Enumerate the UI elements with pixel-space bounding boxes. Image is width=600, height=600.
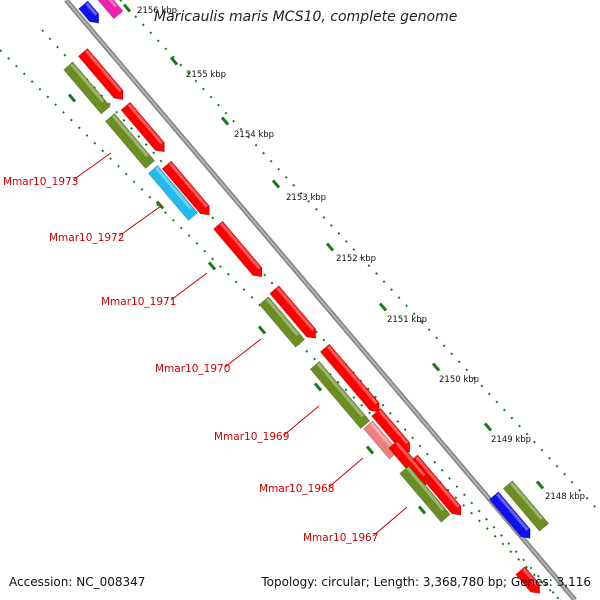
gene-feature-20	[515, 566, 541, 594]
gene-labels: 2156 kbp 2155 kbp 2154 kbp 2153 kbp 2152 kbp…	[3, 6, 585, 544]
tick-label: 2149 kbp	[491, 435, 531, 445]
tick-mark	[483, 422, 493, 432]
gene-label: Mmar10_1970	[155, 363, 230, 375]
gene-label: Mmar10_1973	[3, 176, 78, 188]
tick-label: 2154 kbp	[234, 130, 274, 140]
tick-mark	[313, 382, 323, 392]
tick-mark	[271, 179, 281, 189]
label-leader	[372, 506, 408, 537]
gene-feature-4	[147, 165, 199, 221]
gene-feature-2	[63, 61, 111, 115]
label-leader	[224, 338, 262, 368]
tick-mark	[122, 3, 132, 13]
gene-feature-19	[488, 491, 531, 539]
gene-label: Mmar10_1969	[214, 431, 289, 443]
tick-mark	[257, 325, 267, 335]
tick-label: 2150 kbp	[439, 375, 479, 385]
gene-feature-9	[258, 296, 306, 348]
gene-feature-10	[269, 285, 317, 339]
tick-label: 2156 kbp	[137, 6, 177, 16]
tick-label: 2155 kbp	[186, 70, 226, 80]
gene-feature-14	[363, 420, 399, 460]
tick-label: 2148 kbp	[545, 492, 585, 502]
gene-feature-17	[399, 465, 451, 523]
label-leader	[170, 272, 208, 301]
topology-text: Topology: circular; Length: 3,368,780 bp…	[261, 575, 591, 589]
gene-feature-1	[96, 0, 124, 20]
dotted-guide-0	[119, 0, 600, 513]
label-leader	[328, 457, 364, 488]
gene-feature-5	[77, 48, 124, 100]
gene-feature-3	[104, 113, 156, 169]
gene-label: Mmar10_1967	[303, 532, 378, 544]
tick-mark	[207, 261, 217, 271]
tick-mark	[67, 93, 77, 103]
gene-feature-12	[309, 360, 371, 430]
tick-mark	[365, 445, 375, 455]
gene-feature-0	[78, 0, 100, 24]
gene-features	[63, 0, 550, 594]
label-leader	[118, 205, 162, 237]
tick-mark	[417, 505, 427, 515]
label-leader	[72, 152, 112, 181]
gene-feature-8	[213, 220, 263, 278]
tick-mark	[220, 116, 230, 126]
gene-feature-6	[120, 101, 165, 153]
tick-label: 2153 kbp	[286, 193, 326, 203]
tick-label: 2152 kbp	[336, 254, 376, 264]
accession-text: Accession: NC_008347	[9, 575, 146, 589]
label-leaders	[72, 152, 408, 537]
gene-feature-7	[161, 160, 210, 216]
tick-mark	[378, 302, 388, 312]
tick-mark	[155, 200, 165, 210]
map-title: Maricaulis maris MCS10, complete genome	[154, 9, 458, 25]
gene-feature-11	[319, 343, 380, 413]
tick-mark	[169, 56, 179, 66]
label-leader	[283, 405, 320, 436]
gene-label: Mmar10_1972	[49, 232, 124, 244]
gene-label: Mmar10_1971	[101, 296, 176, 308]
tick-mark	[325, 242, 335, 252]
gene-label: Mmar10_1968	[259, 483, 334, 495]
gene-feature-18	[502, 480, 550, 532]
tick-mark	[431, 362, 441, 372]
tick-mark	[535, 480, 545, 490]
tick-label: 2151 kbp	[387, 315, 427, 325]
